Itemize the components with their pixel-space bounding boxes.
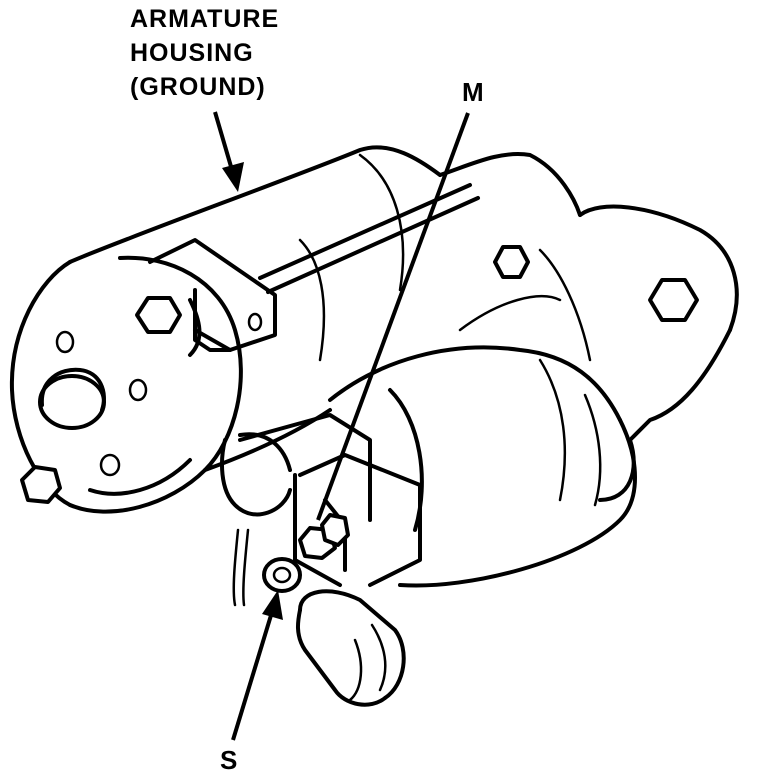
terminal-block xyxy=(238,413,422,587)
m-terminal-label: M xyxy=(462,77,485,107)
m-leader xyxy=(316,112,470,521)
armature-label-line1: ARMATURE xyxy=(130,5,280,33)
armature-leader xyxy=(213,111,244,192)
armature-label-line2: HOUSING xyxy=(130,39,254,67)
armature-label-line3: (GROUND) xyxy=(130,73,266,101)
drive-housing xyxy=(438,152,739,502)
armature-housing-label: ARMATURE HOUSING (GROUND) xyxy=(130,2,279,104)
s-terminal-connector xyxy=(262,557,302,593)
through-bolt xyxy=(258,183,480,294)
s-leader xyxy=(231,590,283,741)
solenoid xyxy=(328,345,637,588)
terminal-boot xyxy=(296,589,406,707)
end-cap xyxy=(20,330,148,504)
s-terminal-label: S xyxy=(220,745,239,775)
mounting-bracket xyxy=(135,238,277,357)
wire-plug xyxy=(220,432,292,607)
armature-housing xyxy=(9,145,442,514)
